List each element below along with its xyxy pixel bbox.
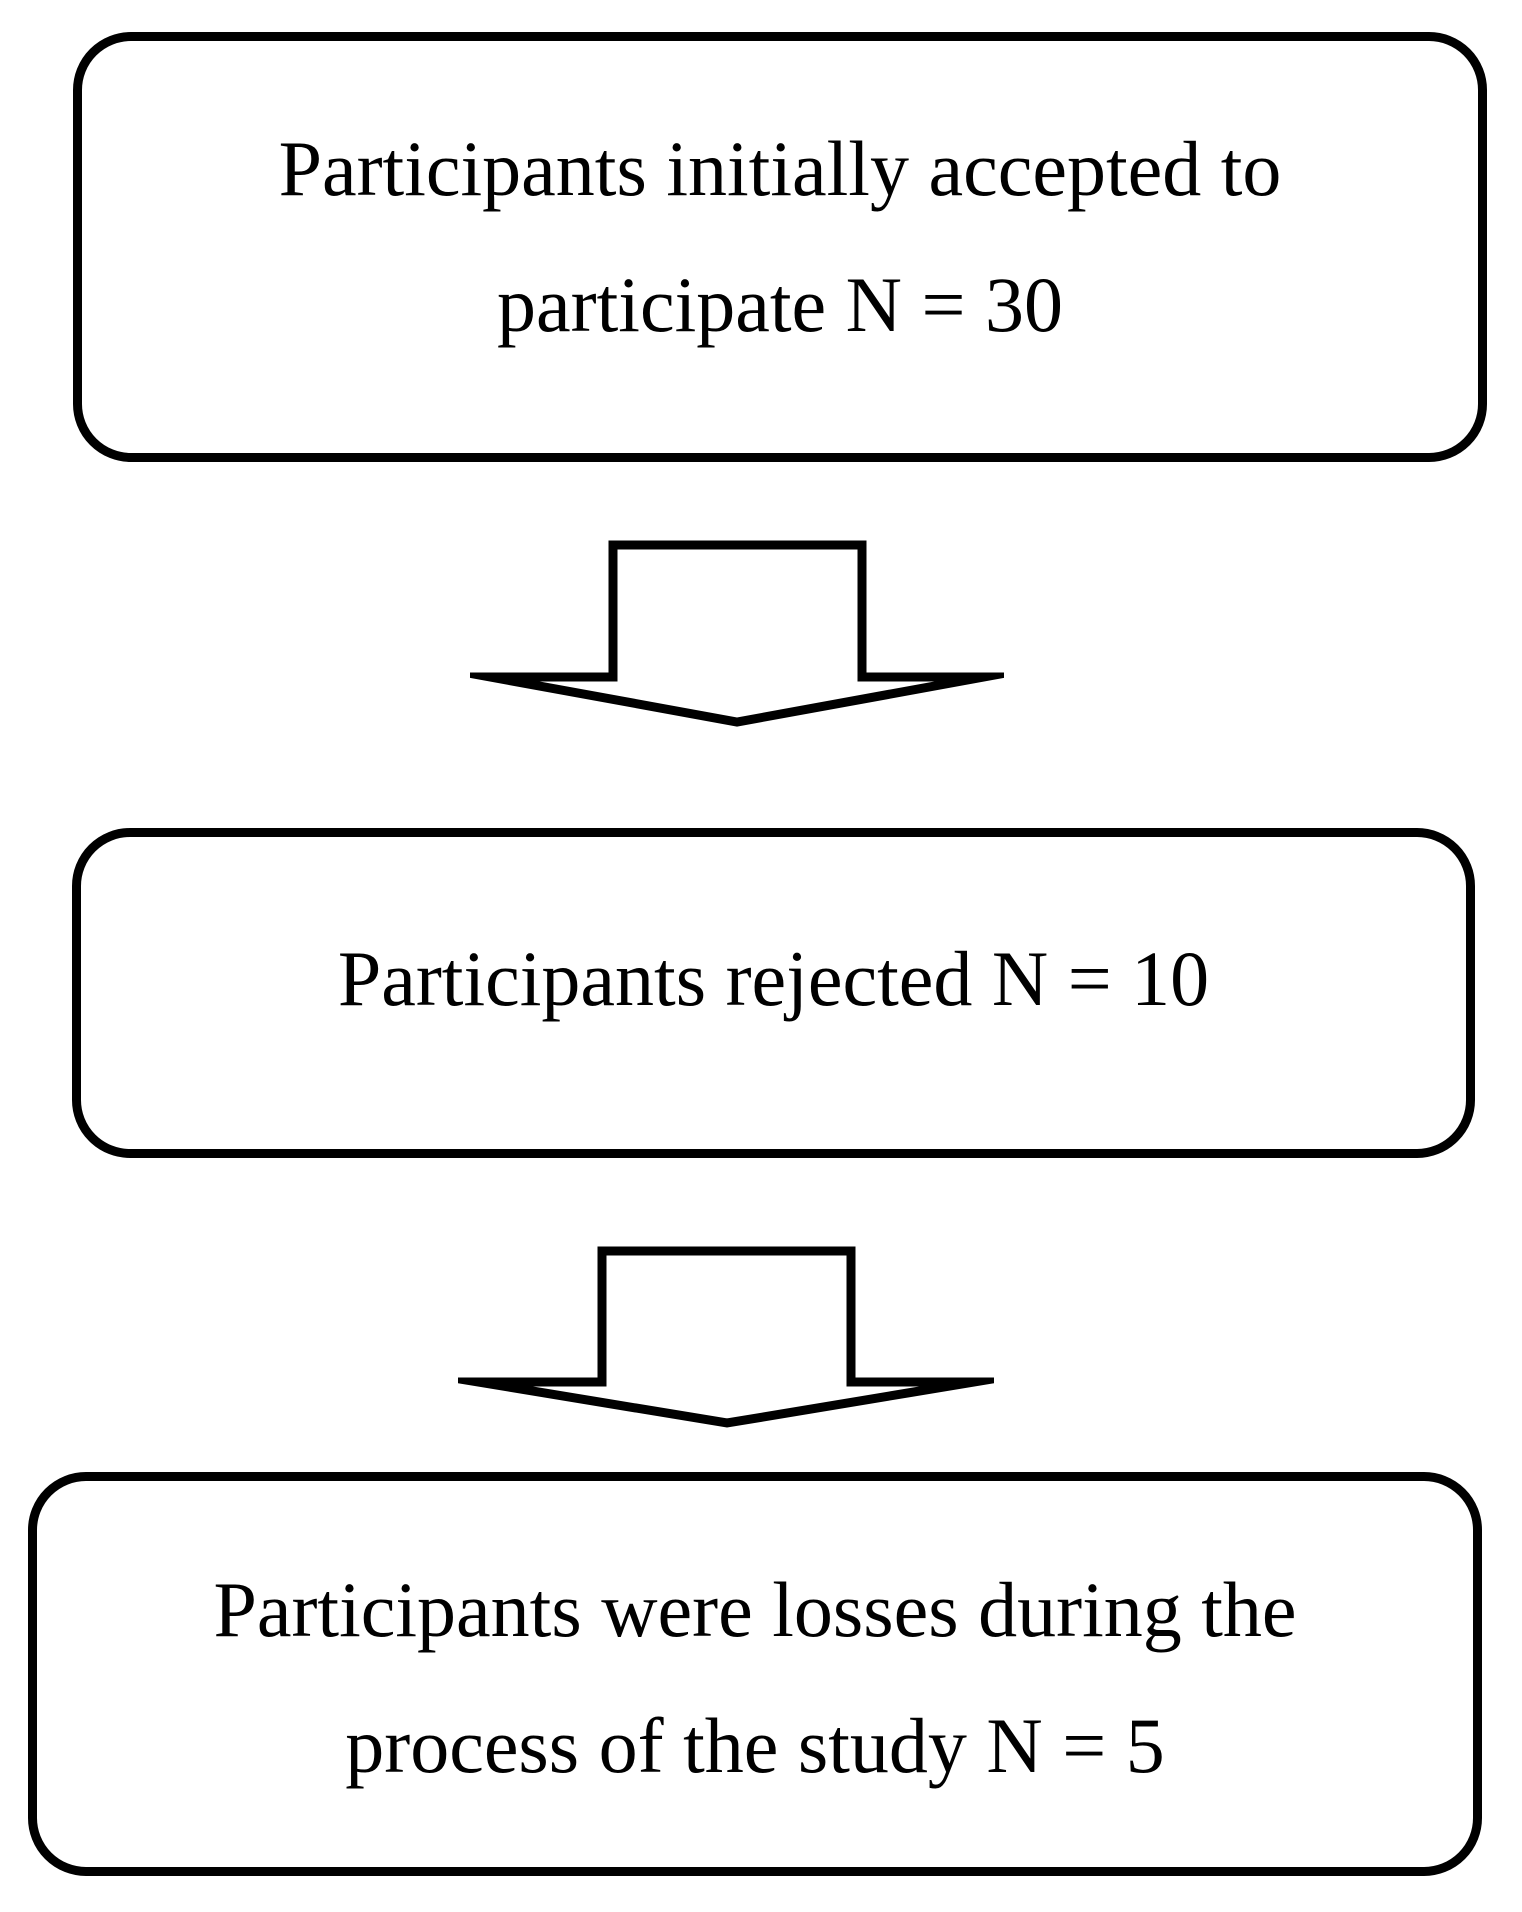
flow-box-text: Participants were losses during the proc… <box>37 1481 1473 1814</box>
flow-box-text-line: process of the study N = 5 <box>345 1702 1165 1789</box>
flow-box-text-line: Participants were losses during the <box>213 1566 1297 1653</box>
flow-box-participants-losses: Participants were losses during the proc… <box>28 1472 1482 1876</box>
down-arrow-icon <box>470 540 1004 727</box>
down-arrow-icon <box>458 1246 994 1428</box>
flow-box-text: Participants rejected N = 10 <box>81 837 1466 1047</box>
flow-box-text-line: participate N = 30 <box>497 261 1063 348</box>
flow-box-participants-accepted: Participants initially accepted to parti… <box>73 32 1487 462</box>
flow-box-text-line: Participants rejected N = 10 <box>337 935 1210 1022</box>
flow-box-text-line: Participants initially accepted to <box>278 125 1282 212</box>
flow-box-text: Participants initially accepted to parti… <box>82 41 1478 373</box>
flow-box-participants-rejected: Participants rejected N = 10 <box>72 828 1475 1158</box>
